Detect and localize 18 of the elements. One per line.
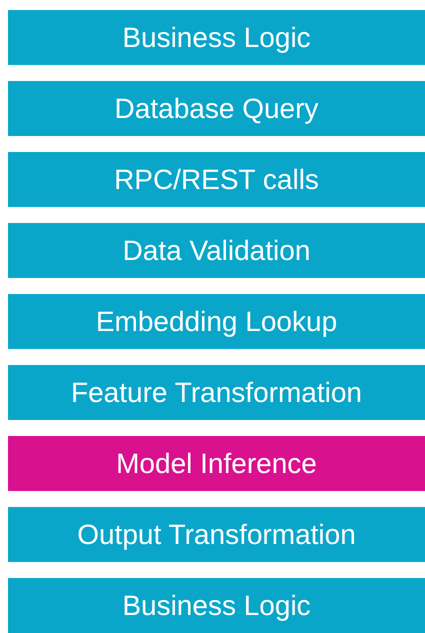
stage-box (8, 294, 425, 349)
stage-label: Model Inference (116, 448, 317, 480)
stage-box (8, 365, 425, 420)
stage-label: Embedding Lookup (96, 306, 338, 338)
stage-label: Business Logic (122, 590, 311, 622)
stage-label: Database Query (114, 92, 318, 124)
stage-label: Data Validation (122, 234, 310, 266)
stage-box (8, 578, 425, 633)
stage-label: Business Logic (122, 22, 311, 54)
stage-label: Output Transformation (77, 518, 356, 550)
stage-box (8, 81, 425, 136)
stage-box (8, 223, 425, 278)
stage-box (8, 152, 425, 207)
stage-box (8, 10, 425, 65)
stage-box (8, 507, 425, 562)
stage-label: RPC/REST calls (114, 164, 319, 196)
highlighted-stage-box (8, 436, 425, 491)
stage-label: Feature Transformation (70, 376, 362, 408)
